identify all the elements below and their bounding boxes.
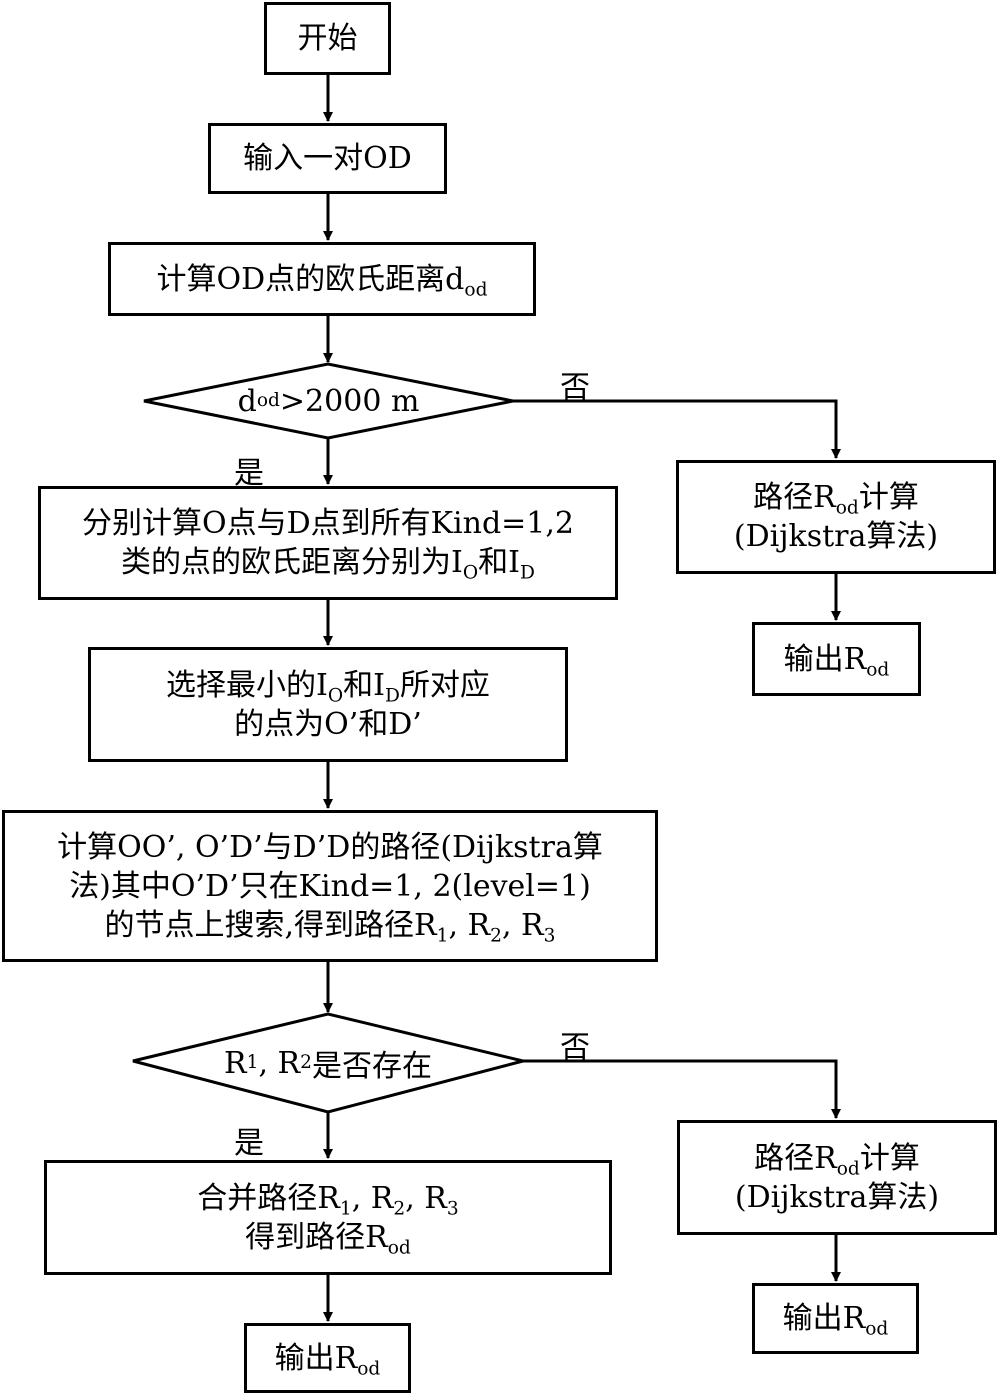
side-calc-1-line1: 路径Rod计算 — [753, 480, 919, 519]
decision1-yes-label: 是 — [234, 456, 264, 491]
calc-distance-node: 计算OD点的欧氏距离dod — [108, 242, 536, 316]
side-calc-2-line1: 路径Rod计算 — [754, 1140, 920, 1179]
select-min-line1: 选择最小的IO和ID所对应 — [166, 667, 490, 706]
arrow-decision1-no — [513, 399, 841, 459]
side-calc-1-node: 路径Rod计算 (Dijkstra算法) — [676, 460, 996, 574]
calc-kind-line1: 分别计算O点与D点到所有Kind=1,2 — [81, 506, 575, 541]
start-node: 开始 — [264, 2, 391, 75]
calc-kind-distance-node: 分别计算O点与D点到所有Kind=1,2 类的点的欧氏距离分别为IO和ID — [38, 486, 618, 600]
side-output-2-node: 输出Rod — [752, 1283, 919, 1354]
decision1-no-label: 否 — [560, 370, 590, 405]
side-calc-1-line2: (Dijkstra算法) — [733, 519, 939, 554]
select-min-line2: 的点为O’和D’ — [234, 706, 422, 742]
calc-distance-text: 计算OD点的欧氏距离dod — [156, 261, 488, 300]
calc-kind-line2: 类的点的欧氏距离分别为IO和ID — [121, 545, 535, 584]
select-min-node: 选择最小的IO和ID所对应 的点为O’和D’ — [88, 647, 568, 762]
decision2-yes-label: 是 — [234, 1126, 264, 1161]
side-output-1-text: 输出Rod — [783, 641, 890, 680]
merge-node: 合并路径R1, R2, R3 得到路径Rod — [44, 1160, 612, 1275]
output-main-node: 输出Rod — [244, 1323, 411, 1393]
side-calc-2-line2: (Dijkstra算法) — [734, 1179, 940, 1215]
side-output-1-node: 输出Rod — [752, 622, 921, 696]
merge-line1: 合并路径R1, R2, R3 — [197, 1180, 459, 1219]
side-calc-2-node: 路径Rod计算 (Dijkstra算法) — [677, 1120, 997, 1235]
start-label: 开始 — [297, 21, 358, 56]
output-main-text: 输出Rod — [274, 1340, 381, 1379]
input-od-node: 输入一对OD — [208, 123, 447, 194]
decision-diamond-distance — [143, 362, 514, 440]
calc-paths-line2: 法)其中O’D’只在Kind=1, 2(level=1) — [69, 868, 591, 904]
arrow-decision2-no — [523, 1059, 841, 1119]
decision-diamond-r1-r2 — [132, 1012, 524, 1114]
input-od-label: 输入一对OD — [243, 141, 412, 176]
merge-line2: 得到路径Rod — [245, 1219, 411, 1258]
side-output-2-text: 输出Rod — [782, 1301, 889, 1340]
calc-paths-line1: 计算OO’, O’D’与D’D的路径(Dijkstra算 — [57, 829, 603, 865]
decision2-no-label: 否 — [560, 1030, 590, 1065]
calc-paths-node: 计算OO’, O’D’与D’D的路径(Dijkstra算 法)其中O’D’只在K… — [2, 810, 658, 962]
calc-paths-line3: 的节点上搜索,得到路径R1, R2, R3 — [104, 907, 556, 946]
